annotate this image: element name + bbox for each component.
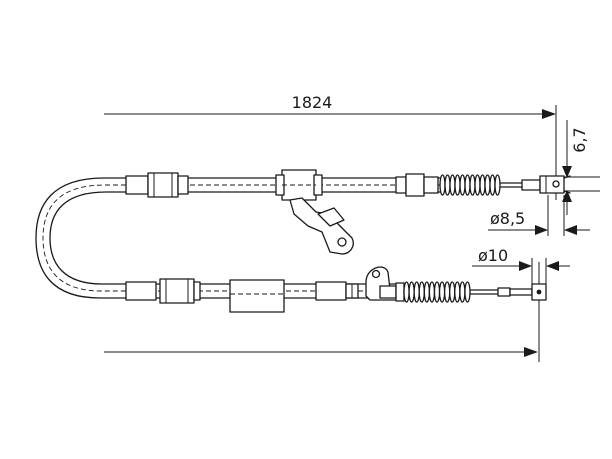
- upper-end-fitting: [405, 173, 425, 197]
- lower-spring: [403, 281, 471, 303]
- dim-6-7-label: 6,7: [570, 127, 589, 152]
- lower-ferrule-right: [193, 281, 201, 301]
- dim-8-5: ø8,5: [488, 195, 590, 236]
- overall-length-label: 1824: [292, 93, 333, 112]
- dim-8-5-label: ø8,5: [490, 209, 525, 228]
- lower-sleeve: [159, 278, 195, 304]
- upper-end-fitting-left: [395, 176, 407, 194]
- upper-cable: [125, 169, 441, 255]
- upper-sleeve: [147, 172, 179, 198]
- upper-ferrule-left: [125, 175, 149, 195]
- upper-ferrule-right: [177, 175, 189, 195]
- lower-cable: [125, 266, 405, 313]
- upper-spring: [439, 174, 501, 196]
- cable-loop: [35, 177, 127, 299]
- overall-length-dimension: 1824: [104, 93, 557, 362]
- upper-clevis: [539, 175, 565, 194]
- dim-10-label: ø10: [478, 246, 508, 265]
- lower-grommet: [229, 279, 285, 313]
- lower-cable-end: [469, 283, 547, 301]
- lower-end-fitting: [379, 285, 397, 299]
- upper-cable-end: [499, 175, 571, 194]
- dim-10: ø10: [472, 246, 570, 288]
- dim-6-7: 6,7: [560, 120, 600, 215]
- lower-ferrule-left: [125, 281, 157, 301]
